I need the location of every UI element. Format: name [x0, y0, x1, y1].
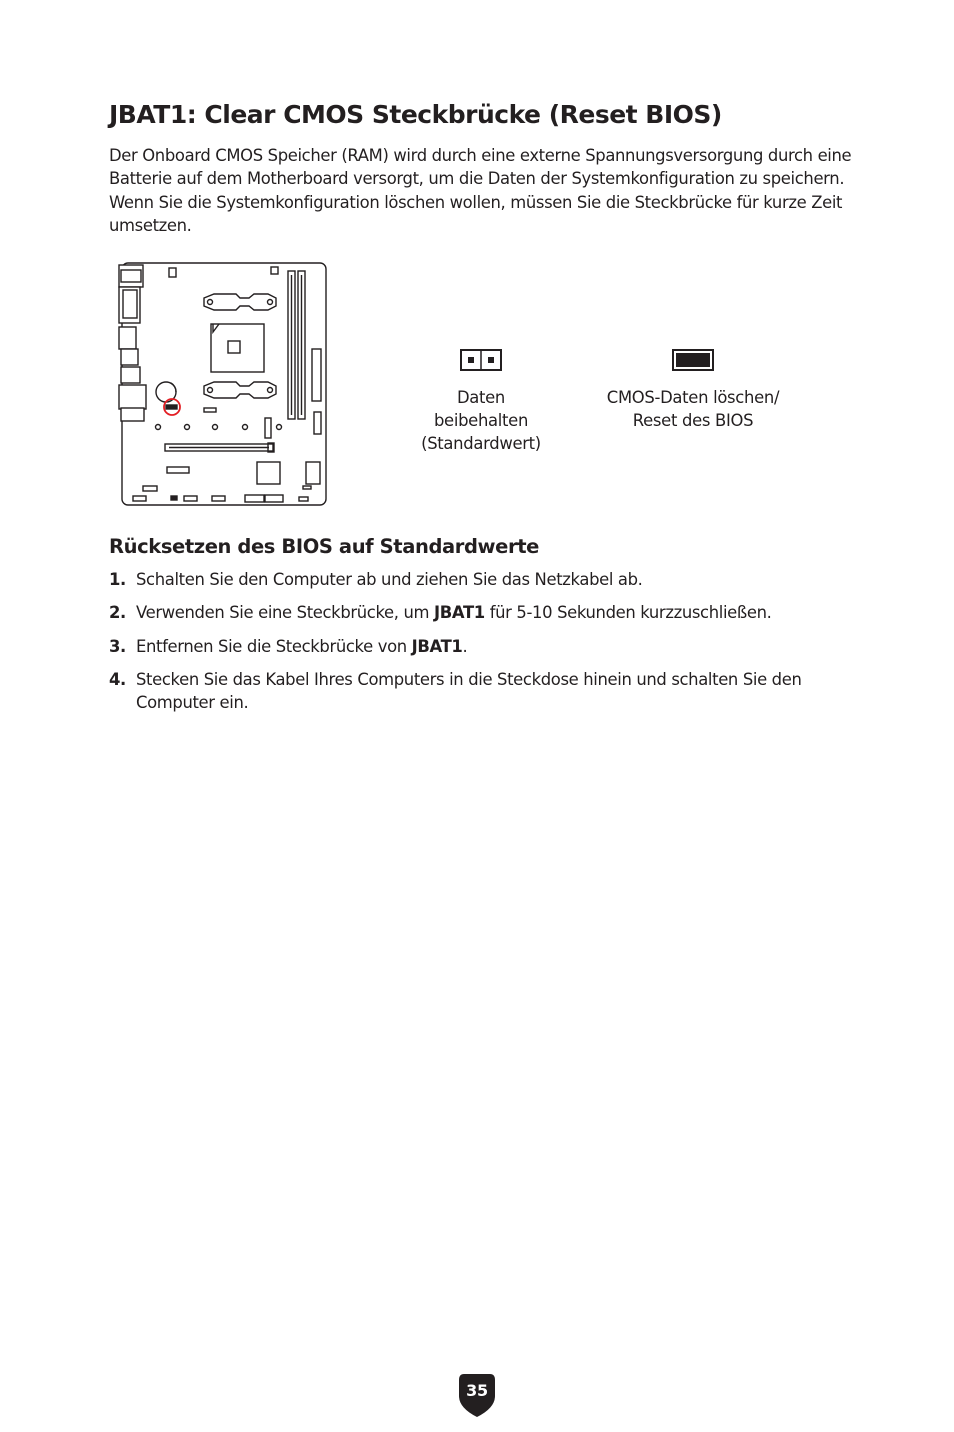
- step-number: 1.: [109, 570, 126, 589]
- list-item: 2. Verwenden Sie eine Steckbrücke, um JB…: [109, 601, 854, 624]
- step-text: Stecken Sie das Kabel Ihres Computers in…: [136, 669, 802, 713]
- open-jumper-icon: [460, 349, 502, 371]
- list-item: 1. Schalten Sie den Computer ab und zieh…: [109, 568, 854, 591]
- page-number: 35: [466, 1381, 488, 1400]
- shield-icon: [459, 1374, 495, 1417]
- closed-jumper-icon: [672, 349, 714, 371]
- list-item: 3. Entfernen Sie die Steckbrücke von JBA…: [109, 635, 854, 658]
- step-text: für 5-10 Sekunden kurzzuschließen.: [484, 603, 772, 623]
- intro-paragraph: Der Onboard CMOS Speicher (RAM) wird dur…: [109, 146, 852, 235]
- page-title: JBAT1: Clear CMOS Steckbrücke (Reset BIO…: [109, 100, 722, 129]
- steps-list: 1. Schalten Sie den Computer ab und zieh…: [109, 568, 854, 724]
- jbat1-highlight: [163, 398, 181, 416]
- step-keyword: JBAT1: [411, 636, 463, 656]
- step-number: 3.: [109, 636, 126, 656]
- section-title: Rücksetzen des BIOS auf Standardwerte: [109, 535, 539, 558]
- step-number: 4.: [109, 669, 126, 689]
- step-text: .: [462, 636, 468, 656]
- list-item: 4. Stecken Sie das Kabel Ihres Computers…: [109, 668, 854, 715]
- step-text: Verwenden Sie eine Steckbrücke, um: [136, 603, 434, 623]
- step-text: Schalten Sie den Computer ab und ziehen …: [136, 570, 643, 589]
- step-number: 2.: [109, 603, 126, 623]
- motherboard-diagram: [118, 262, 327, 506]
- step-keyword: JBAT1: [434, 603, 485, 623]
- jumper-clear-label: CMOS-Daten löschen/ Reset des BIOS: [606, 388, 780, 430]
- jumper-keep-label: Daten beibehalten (Standardwert): [421, 388, 541, 453]
- page-number-badge: 35: [458, 1372, 496, 1418]
- step-text: Entfernen Sie die Steckbrücke von: [136, 636, 412, 656]
